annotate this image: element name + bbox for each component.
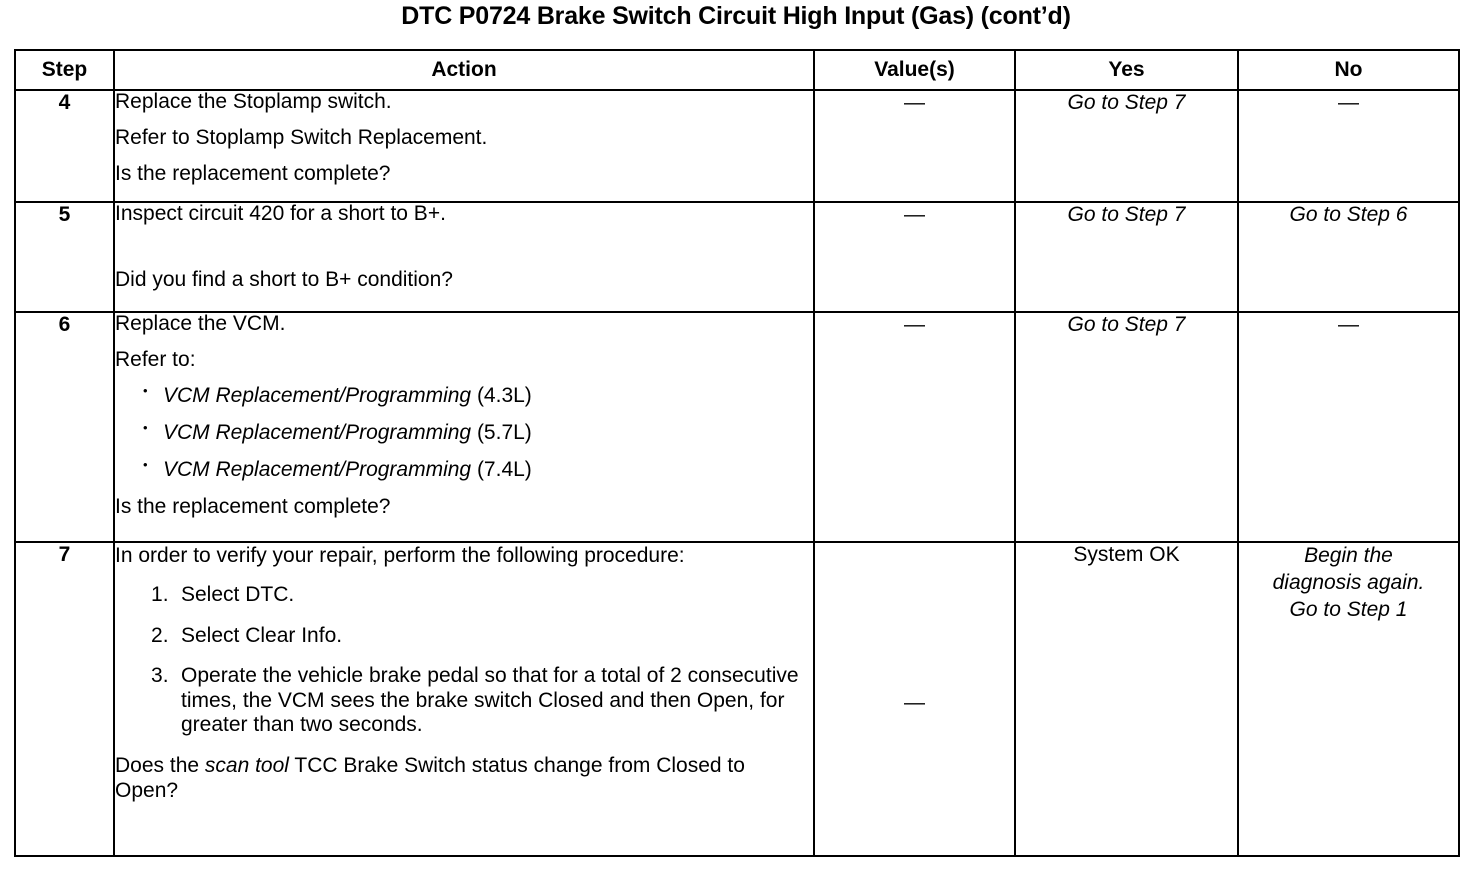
no-content: —	[1239, 313, 1458, 337]
action-cell: Inspect circuit 420 for a short to B+. D…	[113, 201, 815, 313]
no-line: Begin the	[1304, 544, 1393, 567]
step-number-cell: 6	[14, 311, 115, 543]
page-title: DTC P0724 Brake Switch Circuit High Inpu…	[401, 2, 1071, 30]
column-header-value: Value(s)	[813, 49, 1016, 91]
spacer	[115, 112, 813, 127]
column-header-action: Action	[113, 49, 815, 91]
value-dash: —	[904, 313, 925, 336]
no-content: Begin the diagnosis again. Go to Step 1	[1239, 543, 1458, 630]
list-item: Select Clear Info.	[151, 623, 343, 648]
action-line: Is the replacement complete?	[115, 162, 391, 185]
spacer	[115, 568, 813, 583]
no-cell: —	[1237, 89, 1460, 203]
no-dash: —	[1338, 313, 1359, 336]
no-text-block: Begin the diagnosis again. Go to Step 1	[1273, 543, 1425, 624]
step-number-cell: 7	[14, 541, 115, 857]
yes-cell: Go to Step 7	[1014, 201, 1239, 313]
action-line: Is the replacement complete?	[115, 495, 391, 518]
value-content: —	[815, 313, 1014, 337]
value-content: —	[815, 203, 1014, 227]
reference-suffix: (4.3L)	[471, 384, 532, 407]
action-intro: In order to verify your repair, perform …	[115, 544, 685, 567]
value-cell: —	[813, 311, 1016, 543]
procedure-list: Select DTC. Select Clear Info. Operate t…	[115, 583, 813, 738]
value-cell: —	[813, 541, 1016, 857]
no-cell: Go to Step 6	[1237, 201, 1460, 313]
list-item: VCM Replacement/Programming (4.3L)	[143, 384, 813, 407]
value-dash: —	[904, 91, 925, 114]
yes-content: System OK	[1016, 543, 1237, 573]
no-cell: Begin the diagnosis again. Go to Step 1	[1237, 541, 1460, 857]
action-cell: Replace the Stoplamp switch. Refer to St…	[113, 89, 815, 203]
list-item: Select DTC.	[151, 583, 295, 607]
yes-cell: System OK	[1014, 541, 1239, 857]
column-header-no: No	[1237, 49, 1460, 91]
list-item: Operate the vehicle brake pedal so that …	[151, 664, 799, 737]
no-content: —	[1239, 91, 1458, 115]
yes-content: Go to Step 7	[1016, 313, 1237, 343]
table-row: 7 In order to verify your repair, perfor…	[14, 541, 1460, 857]
no-content: Go to Step 6	[1239, 203, 1458, 233]
table-row: 6 Replace the VCM. Refer to: VCM Replace…	[14, 311, 1460, 543]
reference-suffix: (7.4L)	[471, 458, 532, 481]
table-row: 4 Replace the Stoplamp switch. Refer to …	[14, 89, 1460, 203]
action-line: Refer to:	[115, 348, 196, 371]
action-question: Does the scan tool TCC Brake Switch stat…	[115, 754, 795, 803]
action-line: Replace the Stoplamp switch.	[115, 90, 392, 113]
reference-title: VCM Replacement/Programming	[163, 384, 472, 407]
yes-text: Go to Step 7	[1067, 91, 1186, 114]
action-line: Inspect circuit 420 for a short to B+.	[115, 202, 446, 225]
value-dash: —	[904, 203, 925, 226]
step-number-cell: 5	[14, 201, 115, 313]
action-line: Did you find a short to B+ condition?	[115, 268, 453, 291]
value-dash: —	[904, 691, 925, 714]
yes-text: System OK	[1073, 543, 1180, 566]
spacer	[115, 254, 813, 269]
reference-title: VCM Replacement/Programming	[163, 421, 472, 444]
yes-text: Go to Step 7	[1067, 313, 1186, 336]
reference-title: VCM Replacement/Programming	[163, 458, 472, 481]
yes-content: Go to Step 7	[1016, 203, 1237, 233]
column-header-yes: Yes	[1014, 49, 1239, 91]
question-emphasis: scan tool	[204, 754, 289, 777]
spacer	[115, 224, 813, 254]
action-line: Refer to Stoplamp Switch Replacement.	[115, 126, 488, 149]
table-header-row: Step Action Value(s) Yes No	[14, 49, 1460, 91]
action-cell: In order to verify your repair, perform …	[113, 541, 815, 857]
yes-cell: Go to Step 7	[1014, 89, 1239, 203]
action-line: Replace the VCM.	[115, 312, 286, 335]
no-line: diagnosis again.	[1272, 570, 1425, 594]
diagnostic-table: Step Action Value(s) Yes No 4 Replace th…	[14, 49, 1460, 857]
no-cell: —	[1237, 311, 1460, 543]
reference-suffix: (5.7L)	[471, 421, 532, 444]
value-cell: —	[813, 201, 1016, 313]
spacer	[115, 334, 813, 349]
yes-text: Go to Step 7	[1067, 203, 1186, 226]
value-content: —	[815, 91, 1014, 115]
yes-content: Go to Step 7	[1016, 91, 1237, 121]
step-number-cell: 4	[14, 89, 115, 203]
value-content: —	[815, 543, 1014, 715]
list-item: VCM Replacement/Programming (5.7L)	[143, 421, 813, 444]
list-item: VCM Replacement/Programming (7.4L)	[143, 458, 813, 481]
reference-list: VCM Replacement/Programming (4.3L) VCM R…	[115, 384, 813, 481]
question-post: TCC Brake Switch status change from Clos…	[115, 754, 745, 802]
no-line: Go to Step 1	[1289, 597, 1408, 621]
no-dash: —	[1338, 91, 1359, 114]
spacer	[115, 370, 813, 385]
spacer	[115, 148, 813, 163]
table-row: 5 Inspect circuit 420 for a short to B+.…	[14, 201, 1460, 313]
yes-cell: Go to Step 7	[1014, 311, 1239, 543]
column-header-step: Step	[14, 49, 115, 91]
no-text: Go to Step 6	[1289, 203, 1408, 226]
value-cell: —	[813, 89, 1016, 203]
action-cell: Replace the VCM. Refer to: VCM Replaceme…	[113, 311, 815, 543]
question-pre: Does the	[115, 754, 205, 777]
